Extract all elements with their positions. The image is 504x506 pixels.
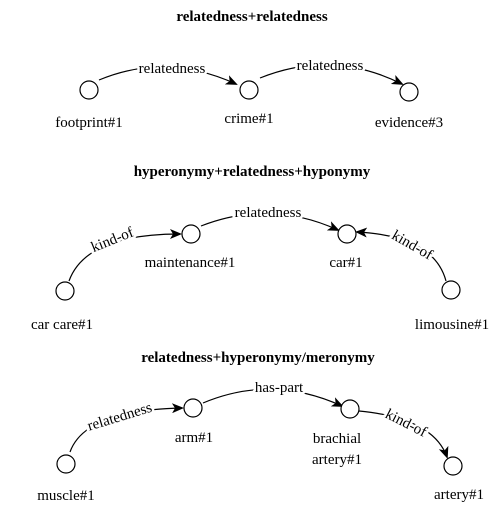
node-artery	[443, 456, 463, 476]
node-label-line-2: artery#1	[312, 452, 362, 468]
edge-relatedness	[69, 403, 184, 453]
node-limousine	[441, 280, 461, 300]
node-car	[337, 224, 357, 244]
diagram-title: relatedness+relatedness	[176, 9, 327, 25]
node-label: artery#1	[434, 487, 484, 503]
edge-label-kind-of: kind-of	[389, 228, 435, 264]
edge-relatedness	[200, 212, 340, 231]
node-label: car#1	[329, 255, 362, 271]
node-muscle	[56, 454, 76, 474]
edge-label-relatedness: relatedness	[86, 400, 155, 435]
node-footprint	[79, 80, 99, 100]
node-label: footprint#1	[55, 115, 123, 131]
node-arm	[183, 398, 203, 418]
edge-relatedness	[98, 66, 238, 85]
node-car-care	[55, 281, 75, 301]
edge-relatedness	[259, 64, 404, 85]
node-label: evidence#3	[375, 115, 443, 131]
edge-kind-of	[68, 229, 182, 282]
edge-label-kind-of: kind-of	[383, 406, 430, 440]
edge-has-part	[202, 388, 344, 407]
edge-kind-of	[358, 410, 449, 459]
edge-label-relatedness: relatedness	[139, 61, 206, 77]
edge-label-relatedness: relatedness	[297, 58, 364, 74]
diagram-relatedness-hyperonymy-meronymy: relatedness+hyperonymy/meronymy relatedn…	[37, 350, 484, 504]
node-label: muscle#1	[37, 488, 95, 504]
node-maintenance	[181, 224, 201, 244]
edge-label-has-part: has-part	[255, 380, 304, 396]
edge-label-kind-of: kind-of	[89, 225, 136, 256]
node-label: arm#1	[175, 430, 213, 446]
diagram-title: relatedness+hyperonymy/meronymy	[141, 350, 375, 366]
edge-label-relatedness: relatedness	[235, 205, 302, 221]
node-brachial-artery	[340, 399, 360, 419]
node-crime	[239, 80, 259, 100]
node-label-line-1: brachial	[313, 431, 361, 447]
node-label: maintenance#1	[145, 255, 236, 271]
diagram-hyperonymy-relatedness-hyponymy: hyperonymy+relatedness+hyponymy kind-of …	[31, 164, 489, 333]
node-evidence	[399, 82, 419, 102]
edge-kind-of	[355, 227, 447, 282]
node-label: crime#1	[224, 111, 273, 127]
diagram-relatedness-relatedness: relatedness+relatedness relatedness rela…	[55, 9, 443, 131]
node-label: car care#1	[31, 317, 93, 333]
node-label: limousine#1	[415, 317, 489, 333]
diagram-title: hyperonymy+relatedness+hyponymy	[134, 164, 371, 180]
